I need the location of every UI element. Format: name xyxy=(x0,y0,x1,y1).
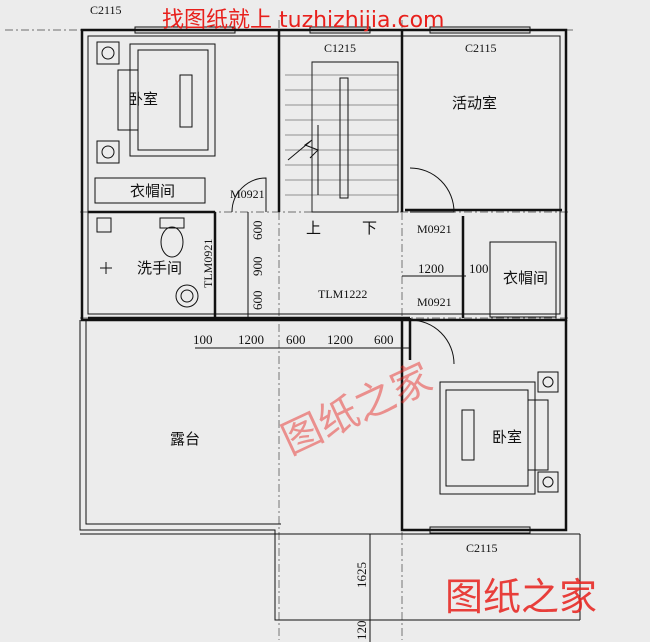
dimension-label: 1200 xyxy=(418,261,444,276)
watermark-center: 图纸之家 xyxy=(275,355,439,464)
watermark-bottom: 图纸之家 xyxy=(445,575,597,619)
windows xyxy=(134,26,531,534)
window-code: C2115 xyxy=(90,3,122,17)
stairs-up-label: 上 xyxy=(306,219,321,237)
basin-icon xyxy=(175,284,199,308)
door-code: M0921 xyxy=(230,187,265,201)
room-label-closet-right: 衣帽间 xyxy=(503,269,548,287)
dimension-label: 100 xyxy=(193,332,213,347)
staircase xyxy=(285,61,399,213)
watermark-top: 找图纸就上 tuzhizhijia.com xyxy=(162,8,444,33)
toilet-icon xyxy=(159,217,185,258)
shower-icon xyxy=(96,217,112,233)
dimension-label: 600 xyxy=(250,221,265,241)
dimension-label: 900 xyxy=(250,257,265,277)
window-code: C2115 xyxy=(466,541,498,555)
door-swing-icon xyxy=(409,319,455,365)
door-code: TLM0921 xyxy=(201,239,215,288)
door-code: M0921 xyxy=(417,295,452,309)
door-code: M0921 xyxy=(417,222,452,236)
room-label-activity-room: 活动室 xyxy=(452,94,497,112)
dimension-lines xyxy=(195,212,466,642)
door-code: TLM1222 xyxy=(318,287,367,301)
dimension-label: 600 xyxy=(374,332,394,347)
room-label-terrace: 露台 xyxy=(170,430,200,448)
nightstand-icon xyxy=(96,41,120,164)
dimension-label: 1200 xyxy=(327,332,353,347)
bed-left xyxy=(117,43,216,157)
door-swing-icon xyxy=(231,177,267,213)
room-label-bedroom-right: 卧室 xyxy=(492,428,522,446)
room-label-bathroom: 洗手间 xyxy=(137,259,182,277)
stairs-down-label: 下 xyxy=(362,219,377,237)
dimension-label: 120 xyxy=(354,621,369,641)
dimension-label: 600 xyxy=(286,332,306,347)
closet-box-left xyxy=(94,177,206,204)
interior-walls xyxy=(88,30,562,360)
exterior-walls xyxy=(79,28,581,621)
dimension-label: 100 xyxy=(469,261,489,276)
nightstand-icon xyxy=(537,371,559,493)
dimension-label: 1200 xyxy=(238,332,264,347)
door-swing-icon xyxy=(409,167,455,213)
room-label-bedroom-left: 卧室 xyxy=(128,90,158,108)
bed-right xyxy=(439,381,549,495)
dimension-label: 1625 xyxy=(354,562,369,588)
room-label-closet-left: 衣帽间 xyxy=(130,182,175,200)
window-code: C2115 xyxy=(465,41,497,55)
closet-box-right xyxy=(489,241,557,318)
window-code: C1215 xyxy=(324,41,356,55)
dimension-label: 600 xyxy=(250,291,265,311)
faucet-icon xyxy=(100,262,112,274)
